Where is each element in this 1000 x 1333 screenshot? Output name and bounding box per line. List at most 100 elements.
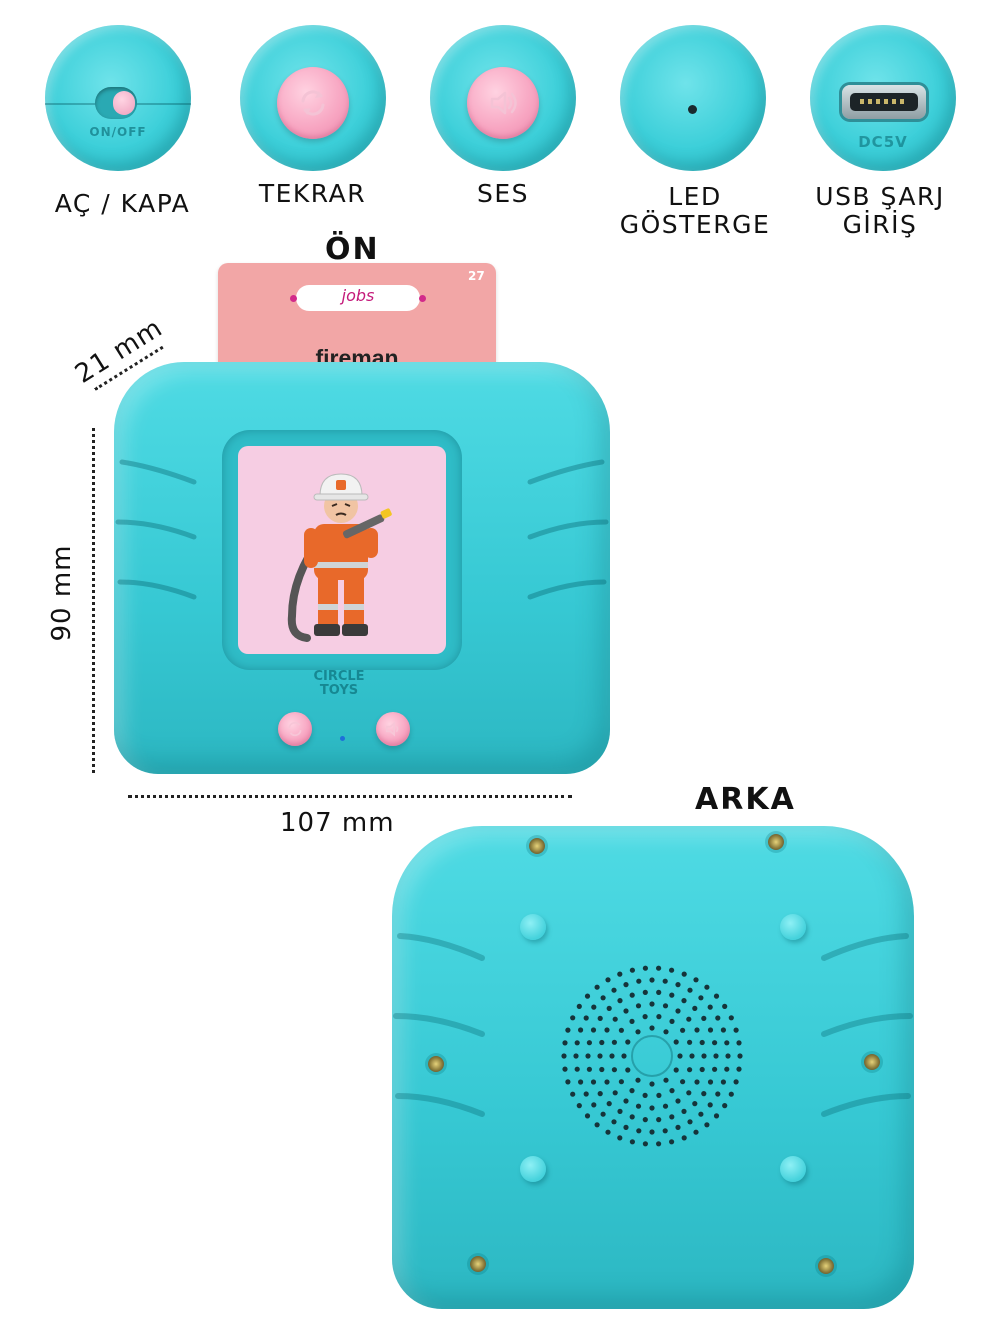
repeat-button[interactable] [277, 67, 349, 139]
grille-hole [687, 1039, 693, 1045]
grille-hole [578, 1027, 584, 1033]
grille-hole [635, 1003, 642, 1009]
grille-hole [656, 965, 662, 971]
grille-hole [591, 1102, 597, 1108]
grille-hole [707, 1004, 713, 1010]
grille-hole [663, 1077, 669, 1083]
grille-hole [675, 1124, 681, 1130]
repeat-label: TEKRAR [258, 179, 367, 208]
front-repeat-button[interactable] [278, 712, 312, 746]
grille-hole [584, 993, 591, 999]
grille-hole [687, 987, 693, 993]
grille-hole [689, 1053, 695, 1059]
grille-hole [583, 1091, 589, 1097]
grille-hole [642, 1117, 648, 1123]
grille-hole [720, 1027, 726, 1033]
height-dimension: 90 mm [47, 544, 77, 642]
grille-hole [737, 1053, 743, 1059]
grille-hole [635, 1029, 641, 1035]
grille-hole [687, 1067, 693, 1073]
grille-hole [698, 1111, 704, 1117]
grille-hole [618, 1027, 624, 1033]
grille-hole [599, 1039, 605, 1046]
grille-hole [586, 1066, 592, 1072]
grille-hole [642, 1014, 648, 1020]
grille-hole [656, 989, 662, 995]
dc5v-embossed-text: DC5V [858, 133, 908, 151]
grille-hole [570, 1015, 576, 1021]
grille-hole [694, 1027, 700, 1033]
grille-hole [635, 1103, 642, 1109]
front-led-indicator [340, 736, 345, 741]
grille-hole [612, 1016, 618, 1022]
repeat-button-closeup [240, 25, 386, 171]
bump [780, 1156, 806, 1182]
grille-hole [600, 995, 606, 1001]
grille-hole [599, 1066, 605, 1073]
grille-hole [736, 1040, 742, 1046]
sound-label: SES [476, 179, 530, 208]
grille-hole [562, 1040, 568, 1046]
grille-hole [656, 1141, 662, 1147]
grille-hole [669, 967, 675, 973]
grille-hole [585, 1053, 591, 1059]
height-dimension-line [92, 428, 95, 773]
grille-hole [713, 993, 720, 999]
grille-hole [725, 1053, 731, 1059]
grille-hole [656, 1014, 662, 1020]
front-sound-button[interactable] [376, 712, 410, 746]
grille-hole [715, 1091, 721, 1097]
led-label: LED GÖSTERGE [619, 182, 771, 239]
grille-hole [623, 982, 629, 988]
grille-hole [707, 1079, 714, 1085]
grille-hole [701, 1053, 707, 1059]
grille-hole [662, 1103, 669, 1109]
speaker-icon [385, 721, 399, 737]
grille-hole [694, 1079, 700, 1085]
grille-hole [669, 992, 675, 998]
sound-button-closeup [430, 25, 576, 171]
front-heading: ÖN [325, 232, 380, 267]
grille-hole [629, 1018, 635, 1024]
grille-hole [642, 1092, 648, 1098]
bump [780, 914, 806, 940]
grille-hole [636, 1128, 642, 1134]
grille-hole [724, 1040, 730, 1046]
grille-hole [681, 1135, 687, 1141]
grille-hole [699, 1039, 705, 1046]
grille-center-ring [631, 1035, 673, 1077]
grille-hole [617, 971, 623, 977]
grille-hole [642, 965, 648, 971]
grille-hole [629, 1114, 635, 1120]
grille-hole [687, 1119, 693, 1125]
grille-hole [612, 1090, 618, 1096]
grille-hole [617, 1135, 623, 1141]
grille-hole [733, 1027, 739, 1033]
grille-hole [733, 1079, 739, 1085]
usb-port-icon[interactable] [842, 85, 926, 119]
screen-frame [222, 430, 462, 670]
grille-hole [586, 1040, 592, 1046]
grille-hole [663, 1029, 669, 1035]
grille-hole [736, 1066, 742, 1072]
grille-hole [692, 1101, 698, 1107]
sound-button[interactable] [467, 67, 539, 139]
power-switch-icon[interactable] [95, 87, 137, 119]
grille-hole [590, 1079, 597, 1085]
side-ridges [115, 459, 609, 600]
grille-hole [562, 1066, 568, 1072]
grille-hole [573, 1053, 579, 1059]
grille-hole [597, 1053, 603, 1059]
grille-hole [693, 1129, 699, 1135]
grille-hole [681, 998, 687, 1004]
grille-hole [611, 1067, 617, 1073]
grille-hole [649, 1081, 655, 1087]
grille-hole [662, 1128, 668, 1134]
card-number: 27 [468, 269, 485, 283]
grille-hole [611, 1039, 617, 1045]
grille-hole [656, 1117, 662, 1123]
grille-hole [621, 1053, 627, 1059]
grille-hole [680, 1079, 686, 1085]
grille-hole [656, 1092, 662, 1098]
grille-hole [675, 982, 681, 988]
